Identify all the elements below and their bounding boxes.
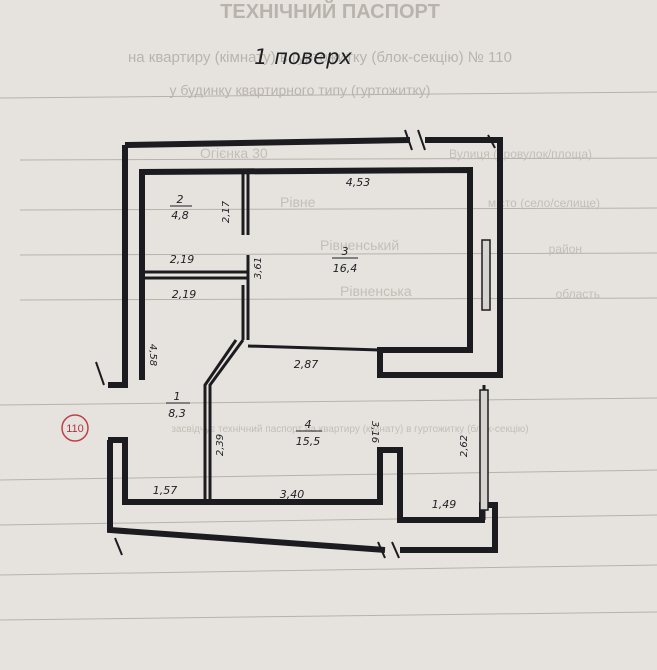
- form-field-city: місто (село/селище): [488, 196, 600, 210]
- dim-right-depth: 2,62: [459, 435, 470, 457]
- dim-bath-width-top: 2,19: [170, 253, 195, 266]
- floor-title: 1 поверх: [254, 45, 352, 69]
- room-1-number: 1: [174, 390, 181, 403]
- dim-partition: 3,61: [253, 257, 264, 279]
- dim-bottom-right: 1,49: [432, 498, 457, 511]
- passport-subtitle-1: на квартиру (кімнату) в гуртожитку (блок…: [128, 49, 512, 66]
- window-right-lower: [479, 389, 489, 511]
- form-field-street: Вулиця (провулок/площа): [449, 147, 592, 161]
- dim-kitchen-wall: 2,87: [294, 358, 319, 371]
- dim-bath-width-bottom: 2,19: [172, 288, 197, 301]
- room-4-area: 15,5: [296, 435, 321, 448]
- dim-bottom-mid: 3,40: [280, 488, 305, 501]
- outer-walls: [107, 137, 503, 553]
- dim-kitchen-depth: 3,16: [369, 421, 380, 443]
- form-field-district-value: Рівненський: [320, 237, 399, 253]
- apartment-number-stamp: 110: [61, 414, 89, 442]
- window-right-upper: [481, 239, 491, 311]
- form-note: засвідчує технічний паспорт на квартиру …: [171, 423, 528, 435]
- form-field-labels: Вулиця (провулок/площа) Огієнка 30 місто…: [171, 145, 600, 435]
- room-2-number: 2: [177, 193, 184, 206]
- form-field-street-value: Огієнка 30: [200, 145, 268, 161]
- room-1-area: 8,3: [168, 407, 186, 420]
- room-labels: 2 4,8 3 16,4 1 8,3 4 15,5: [166, 193, 358, 448]
- dim-hall-height: 4,58: [147, 344, 158, 366]
- room-4-number: 4: [305, 418, 312, 431]
- form-field-city-value: Рівне: [280, 194, 316, 210]
- form-field-region-value: Рівненська: [340, 283, 412, 299]
- interior-partitions: [142, 172, 381, 500]
- passport-subtitle-2: у будинку квартирного типу (гуртожитку): [170, 82, 431, 98]
- form-field-region: область: [556, 287, 600, 301]
- room-3-number: 3: [342, 245, 349, 258]
- dim-top-right: 4,53: [346, 176, 371, 189]
- dim-left-depth: 2,39: [215, 434, 226, 456]
- dim-bottom-left: 1,57: [153, 484, 178, 497]
- room-3-area: 16,4: [333, 262, 358, 275]
- dim-bath-height: 2,17: [221, 200, 232, 223]
- form-field-district: район: [549, 242, 582, 256]
- corner-ticks: [95, 129, 496, 559]
- passport-title: ТЕХНІЧНИЙ ПАСПОРТ: [220, 0, 440, 23]
- room-2-area: 4,8: [171, 209, 189, 222]
- apartment-number: 110: [66, 423, 84, 435]
- dimension-labels: 4,53 2,17 2,19 2,19 3,61 4,58 2,87 3,16 …: [147, 176, 470, 511]
